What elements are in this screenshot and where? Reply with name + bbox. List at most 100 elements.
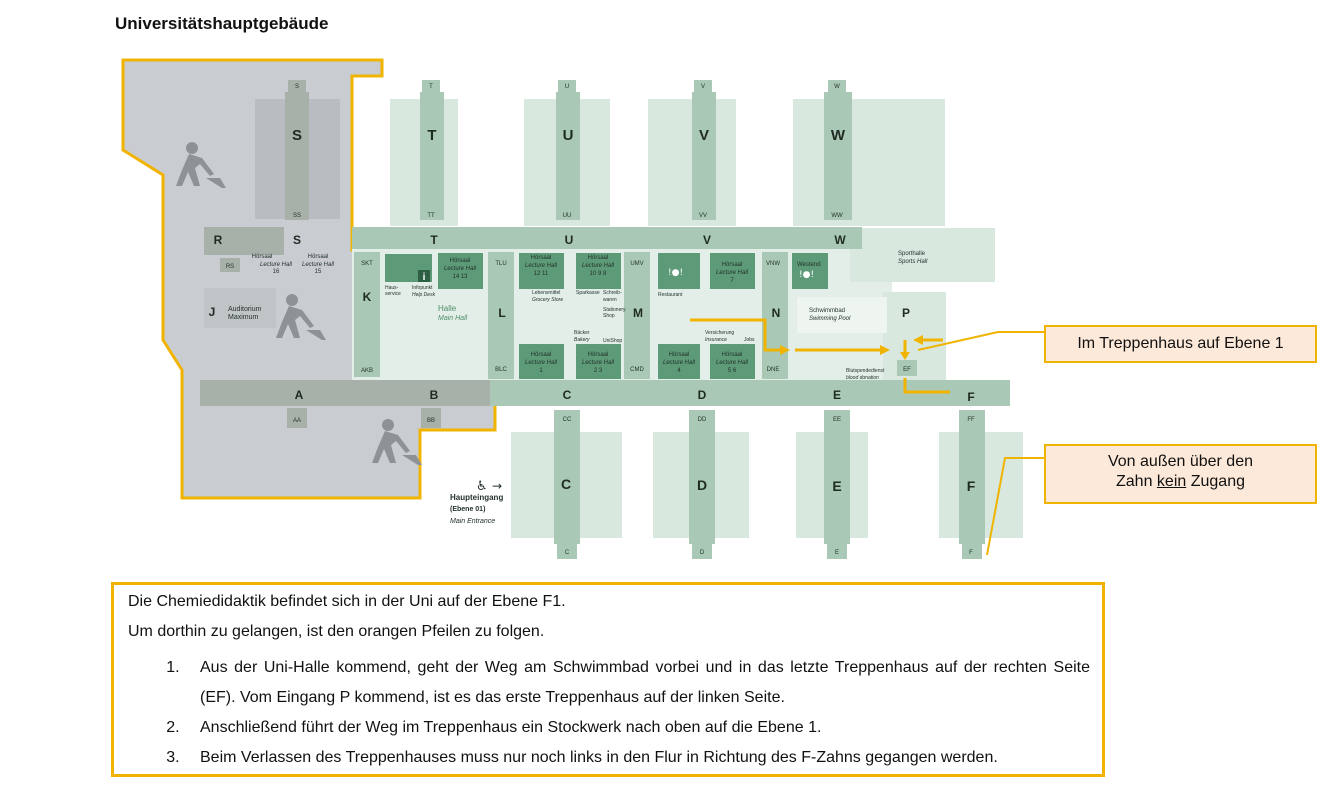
wing-label: F	[967, 478, 976, 494]
corridor-code: SKT	[361, 261, 373, 267]
restaurant-label: Restaurant	[658, 292, 683, 298]
stationery-label: Schreib-	[603, 290, 622, 296]
sports-hall-label: Sports Hall	[898, 259, 928, 265]
stair-label: CC	[563, 417, 572, 423]
lecture-hall-14-13: Lecture Hall	[444, 266, 477, 272]
stair-label: AA	[293, 418, 301, 424]
top-wings	[255, 80, 945, 226]
corridor-code: TLU	[495, 261, 506, 267]
callout-line: Zahn kein Zugang	[1046, 472, 1315, 492]
grocery-label: Lebensmittel	[532, 290, 560, 296]
insurance-label: Insurance	[705, 337, 727, 343]
corridor-code: BLC	[495, 367, 507, 373]
lecture-hall-2-3: Lecture Hall	[582, 360, 615, 366]
westend-label: Westend	[797, 262, 821, 268]
corridor-label: S	[293, 233, 301, 247]
corridor-label: J	[209, 305, 216, 319]
lecture-hall-1: 1	[539, 368, 543, 374]
wheelchair-icon: ♿	[476, 479, 488, 494]
stair-label: SS	[293, 213, 301, 219]
callout-text: Zahn	[1116, 473, 1157, 490]
outside-access-callout: Von außen über den Zahn kein Zugang	[1044, 444, 1317, 504]
wing-stub-label: W	[834, 84, 840, 90]
hausservice-label: service	[385, 291, 401, 297]
corridor-label: B	[430, 388, 439, 402]
auditorium-label: Auditorium	[228, 306, 262, 313]
wing-stub-label: C	[565, 550, 570, 556]
stair-label: VV	[699, 213, 707, 219]
corridor-code: AKB	[361, 368, 373, 374]
lecture-hall-10-8: 10 9 8	[590, 271, 607, 277]
info-icon: i	[418, 270, 430, 283]
stairwell-callout: Im Treppenhaus auf Ebene 1	[1044, 325, 1317, 363]
corridor-label: F	[967, 390, 974, 404]
lecture-hall-1: Hörsaal	[531, 352, 552, 358]
main-entrance-label: (Ebene 01)	[450, 506, 485, 513]
lecture-hall-14-13: 14 13	[452, 274, 468, 280]
jobs-label: Jobs	[744, 337, 755, 343]
wing-label: T	[427, 127, 436, 144]
corridor-label: W	[834, 233, 846, 247]
sports-hall-label: Sporthalle	[898, 251, 926, 257]
lecture-hall-7: Lecture Hall	[716, 270, 749, 276]
wing-stub-label: S	[295, 84, 299, 90]
wing-label: S	[292, 127, 302, 144]
lecture-hall-5-6: 5 6	[728, 368, 737, 374]
stairwell-ef-label: EF	[903, 367, 911, 373]
corridor-code: CMD	[630, 367, 644, 373]
lecture-hall-15: Hörsaal	[308, 254, 329, 260]
main-hall-label: Main Hall	[438, 315, 468, 322]
bakery-label: Bakery	[574, 337, 590, 343]
lecture-hall-4: 4	[677, 368, 681, 374]
wing-stub-label: V	[701, 84, 705, 90]
corridor-label: U	[565, 233, 574, 247]
corridor-label: A	[295, 388, 304, 402]
blood-donation-label: Blutspendedienst	[846, 368, 885, 374]
stationery-label: waren	[603, 297, 617, 303]
lecture-hall-10-8: Lecture Hall	[582, 263, 615, 269]
corridor-label: L	[498, 306, 505, 320]
corridor-code: VNW	[766, 261, 780, 267]
corridor-label: M	[633, 306, 643, 320]
swimming-pool-label: Schwimmbad	[809, 308, 845, 314]
svg-text:→: →	[492, 479, 502, 493]
stair-label: FF	[967, 417, 975, 423]
directions-step: Aus der Uni-Halle kommend, geht der Weg …	[184, 653, 1090, 713]
lecture-hall-15: 15	[315, 269, 322, 275]
wing-stub-label: U	[565, 84, 569, 90]
stair-label: EE	[833, 417, 841, 423]
corridor-label: P	[902, 306, 910, 320]
help-desk-label: Infopunkt	[412, 285, 433, 291]
stair-label: DD	[698, 417, 707, 423]
cafe-icon: !●!	[799, 270, 814, 280]
blood-donation-label: blood donation	[846, 375, 879, 381]
svg-text:i: i	[423, 272, 426, 283]
lecture-hall-5-6: Lecture Hall	[716, 360, 749, 366]
wing-label: V	[699, 127, 709, 144]
auditorium-label: Maximum	[228, 314, 259, 321]
directions-step: Beim Verlassen des Treppenhauses muss nu…	[184, 743, 1090, 773]
route-arrows	[690, 318, 1044, 556]
stair-label: WW	[831, 213, 843, 219]
svg-text:♿: ♿	[476, 479, 488, 494]
hausservice-label: Haus-	[385, 285, 399, 291]
lecture-hall-2-3: Hörsaal	[588, 352, 609, 358]
wing-label: E	[832, 478, 841, 494]
corridor-label: V	[703, 233, 711, 247]
lecture-hall-7: Hörsaal	[722, 262, 743, 268]
corridor-label: C	[563, 388, 572, 402]
main-entrance-label: Main Entrance	[450, 518, 495, 525]
corridor-label: N	[772, 306, 781, 320]
corridor-label: K	[363, 290, 372, 304]
directions-intro: Um dorthin zu gelangen, ist den orangen …	[128, 623, 545, 640]
callout-line: Von außen über den	[1107, 453, 1253, 470]
lecture-hall-16: Hörsaal	[252, 254, 273, 260]
lecture-hall-2-3: 2 3	[594, 368, 603, 374]
route-arrowheads	[780, 335, 923, 360]
lecture-hall-12-11: 12 11	[534, 271, 549, 277]
grocery-label: Grocery Store	[532, 297, 563, 303]
lecture-hall-14-13: Hörsaal	[450, 258, 471, 264]
lecture-hall-12-11: Hörsaal	[531, 255, 552, 261]
lecture-hall-12-11: Lecture Hall	[525, 263, 558, 269]
wing-stub-label: F	[969, 550, 973, 556]
